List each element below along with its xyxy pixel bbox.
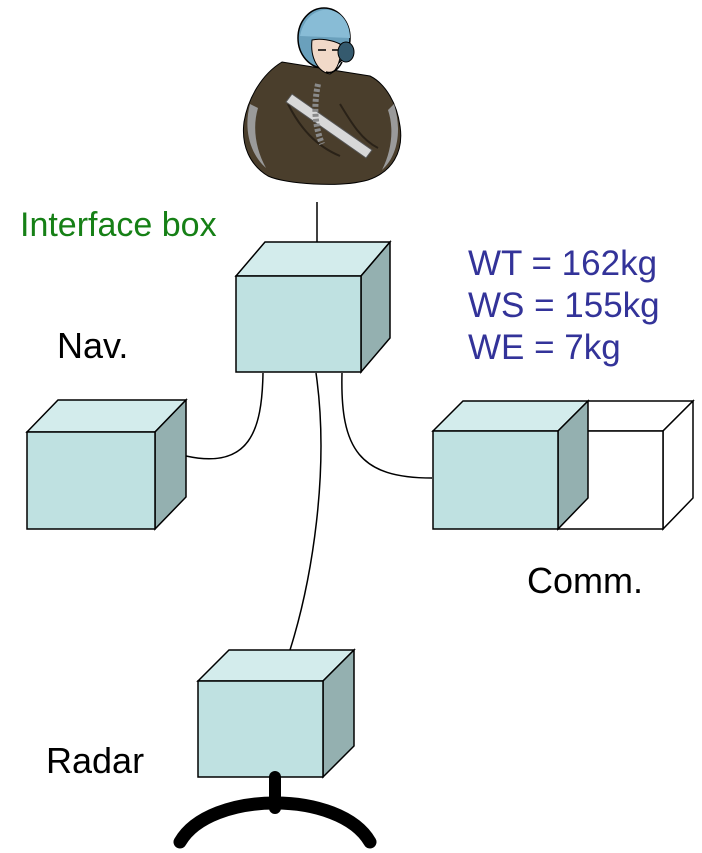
radar-antenna-icon bbox=[173, 771, 377, 849]
weight-extra: WE = 7kg bbox=[468, 328, 621, 367]
cable-comm bbox=[341, 372, 433, 479]
nav-cube bbox=[25, 398, 188, 531]
cable-radar bbox=[289, 372, 322, 651]
comm-label: Comm. bbox=[527, 560, 643, 601]
radar-cube bbox=[196, 648, 356, 779]
weight-system: WS = 155kg bbox=[468, 286, 660, 325]
weight-list: WT = 162kg WS = 155kg WE = 7kg bbox=[468, 243, 660, 369]
cable-nav bbox=[185, 372, 264, 460]
interface-box-cube bbox=[234, 239, 392, 375]
pilot-icon bbox=[242, 7, 402, 185]
interface-box-label: Interface box bbox=[20, 206, 217, 244]
cables bbox=[185, 372, 433, 651]
nav-label: Nav. bbox=[57, 325, 129, 366]
comm-cube bbox=[431, 399, 590, 531]
weight-total: WT = 162kg bbox=[468, 244, 658, 283]
radar-label: Radar bbox=[46, 740, 145, 781]
